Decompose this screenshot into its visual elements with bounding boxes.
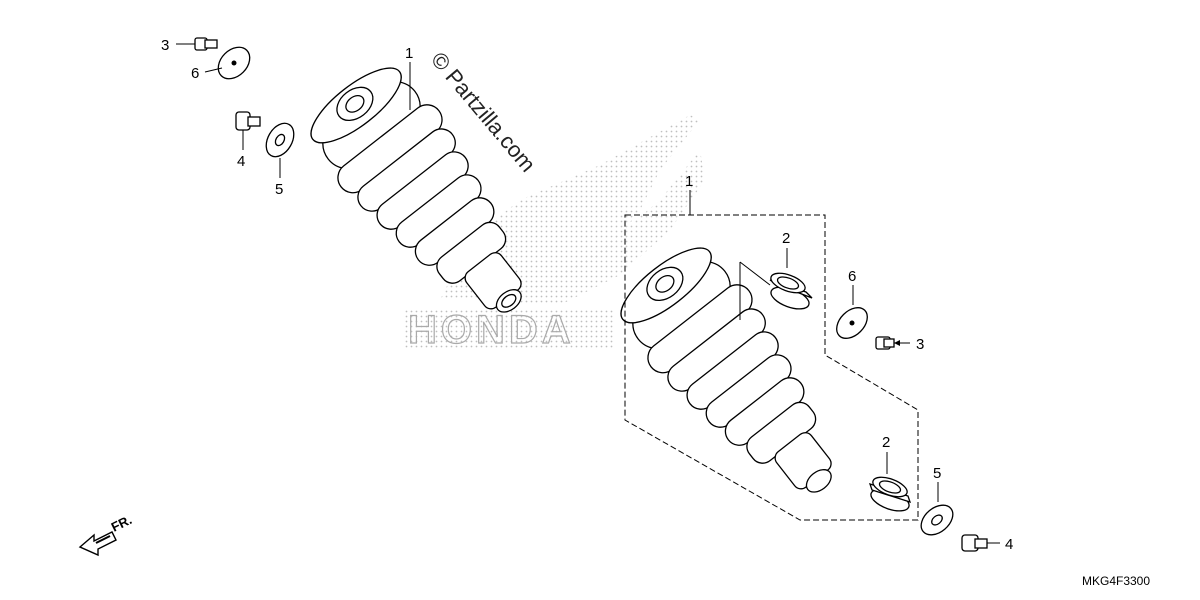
washer-right[interactable] [831,302,873,344]
front-direction-label: FR. [109,512,134,535]
bolt-top-left[interactable] [194,37,218,51]
callout-1-right: 1 [685,173,693,190]
shock-absorber-right[interactable] [605,232,873,527]
front-direction-arrow [78,531,117,557]
honda-wing-watermark [405,115,705,350]
callout-5-bottom-right: 5 [933,465,941,482]
callout-4-bottom-right: 4 [1005,536,1013,553]
callout-2-upper: 2 [782,230,790,247]
washer-top-left[interactable] [212,41,256,85]
callout-5-mid-left: 5 [275,181,283,198]
bushing-upper[interactable] [768,269,813,313]
callout-1-left: 1 [405,45,413,62]
bolt-bottom-right[interactable] [961,534,988,552]
callout-4-mid-left: 4 [237,153,245,170]
diagram-code: MKG4F3300 [1082,574,1150,588]
callout-6-top-left: 6 [191,65,199,82]
shock-absorber-left[interactable] [295,52,563,347]
callout-3-right: 3 [916,336,924,353]
callout-6-right: 6 [848,268,856,285]
bushing-lower[interactable] [868,473,912,515]
bolt-right[interactable] [875,336,895,350]
washer-bottom-right[interactable] [915,499,958,541]
callout-2-lower: 2 [882,434,890,451]
washer-mid-left[interactable] [261,118,300,161]
callout-3-top-left: 3 [161,37,169,54]
honda-brand-watermark: HONDA [408,308,575,352]
bolt-mid-left[interactable] [235,111,261,131]
